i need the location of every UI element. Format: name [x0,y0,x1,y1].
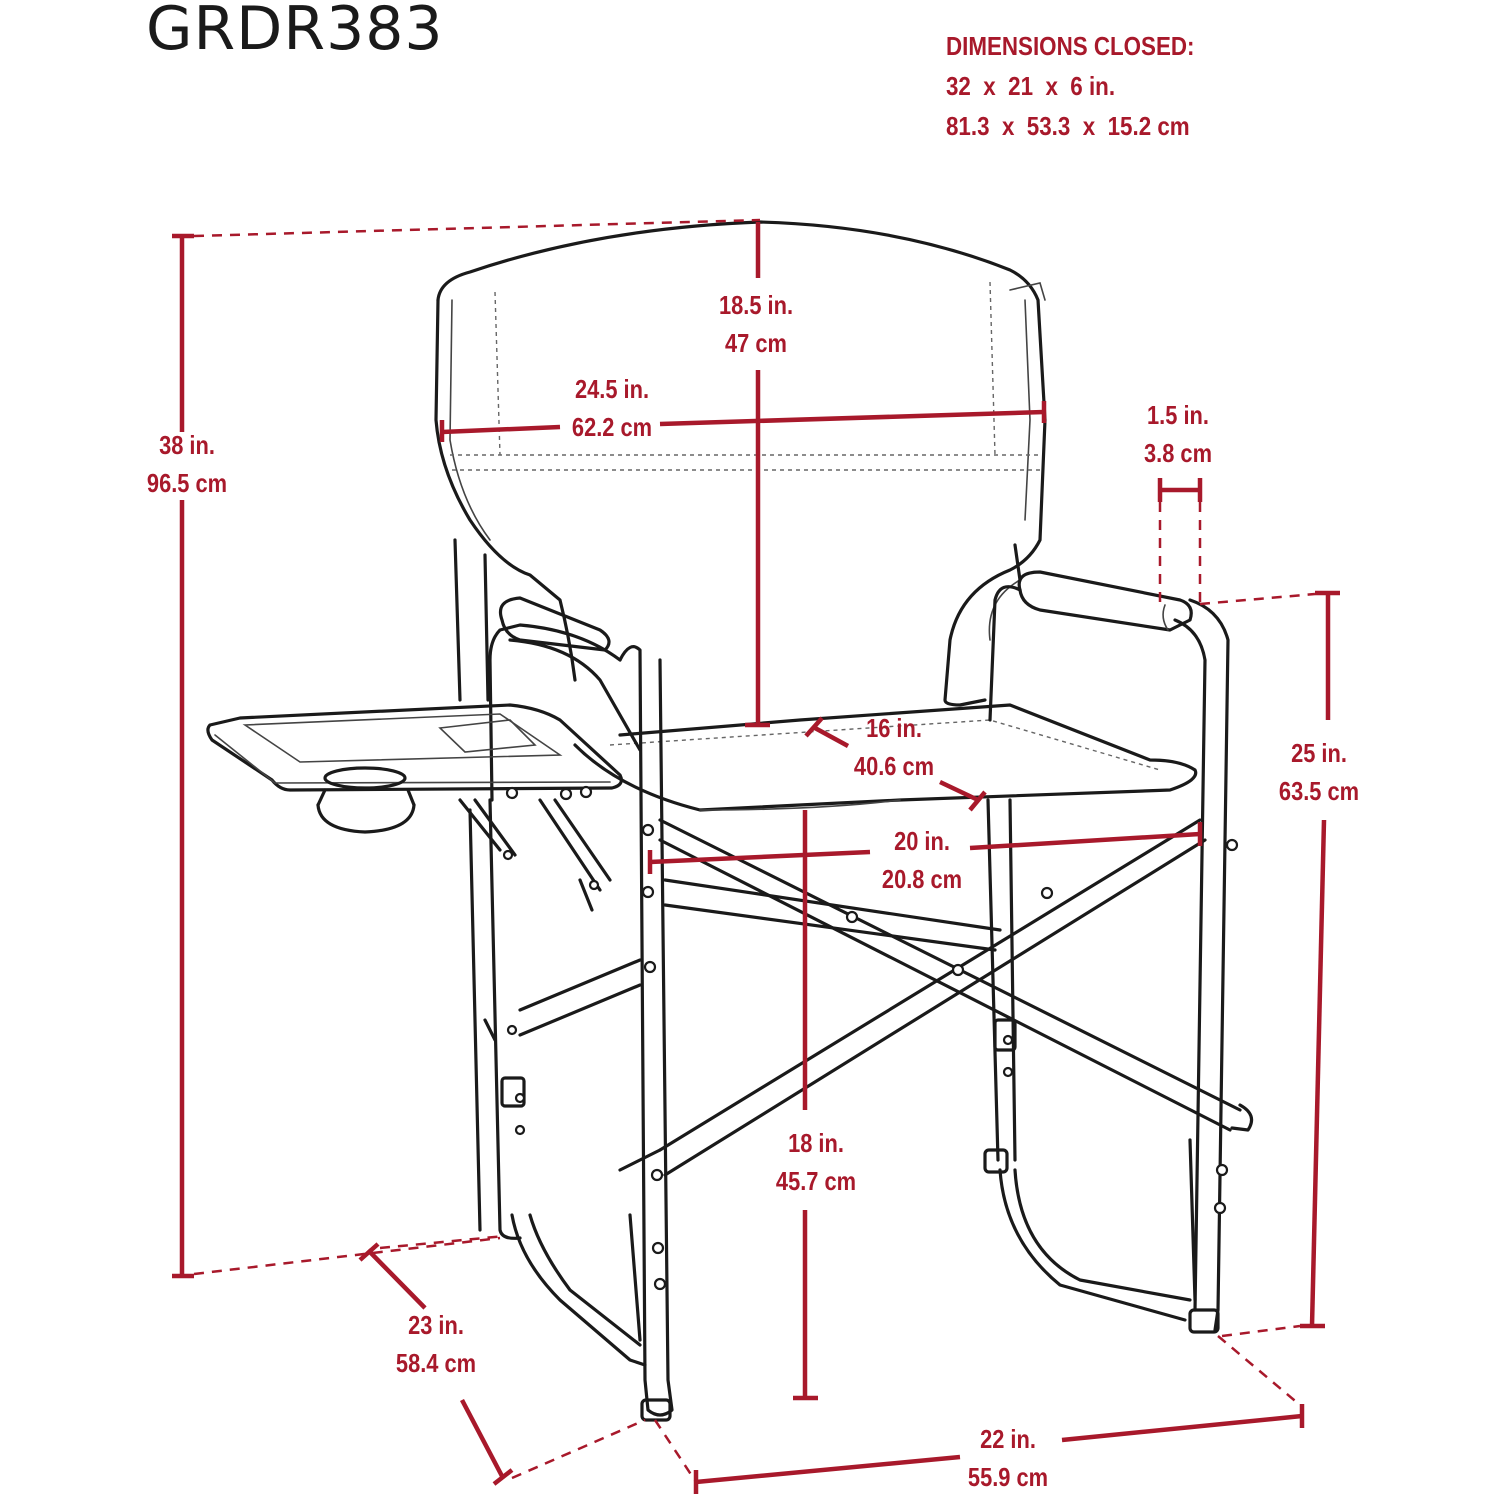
seat-width-label: 20 in. 20.8 cm [830,822,1015,898]
dimension-lines [172,218,1340,1494]
depth-cm: 58.4 cm [395,1348,477,1378]
back-width-cm: 62.2 cm [571,412,653,442]
seat-width-in: 20 in. [894,826,950,856]
side-table [206,703,623,912]
width-label: 22 in. 55.9 cm [916,1420,1101,1496]
chair-backrest [434,220,1047,707]
back-height-in: 18.5 in. [718,290,794,320]
depth-label: 23 in. 58.4 cm [344,1306,529,1382]
seat-height-label: 18 in. 45.7 cm [724,1124,909,1200]
seat-depth-in: 16 in. [866,713,922,743]
width-cm: 55.9 cm [967,1462,1049,1492]
arm-height-label: 25 in. 63.5 cm [1227,734,1412,810]
height-in: 38 in. [159,430,215,460]
chair-frame [453,538,1254,1422]
armrest-width-in: 1.5 in. [1147,400,1209,430]
dimensions-closed-title: DIMENSIONS CLOSED: [946,31,1195,61]
seat-depth-label: 16 in. 40.6 cm [802,709,987,785]
seat-height-cm: 45.7 cm [775,1166,857,1196]
armrests [498,570,1193,652]
back-height-label: 18.5 in. 47 cm [664,286,849,362]
depth-in: 23 in. [408,1310,464,1340]
arm-height-cm: 63.5 cm [1278,776,1360,806]
back-height-cm: 47 cm [725,328,787,358]
height-label: 38 in. 96.5 cm [95,426,280,502]
dimensions-closed-imperial: 32 x 21 x 6 in. [946,71,1116,101]
seat-height-in: 18 in. [788,1128,844,1158]
model-number: GRDR383 [146,0,444,64]
dimensions-closed-block: DIMENSIONS CLOSED: 32 x 21 x 6 in. 81.3 x … [946,26,1194,146]
armrest-width-cm: 3.8 cm [1143,438,1212,468]
armrest-width-label: 1.5 in. 3.8 cm [1086,396,1271,472]
dimensions-closed-metric: 81.3 x 53.3 x 15.2 cm [946,111,1190,141]
seat-width-cm: 20.8 cm [881,864,963,894]
seat-depth-cm: 40.6 cm [853,751,935,781]
back-width-label: 24.5 in. 62.2 cm [520,370,705,446]
back-width-in: 24.5 in. [574,374,650,404]
width-in: 22 in. [980,1424,1036,1454]
height-cm: 96.5 cm [146,468,228,498]
arm-height-in: 25 in. [1291,738,1347,768]
